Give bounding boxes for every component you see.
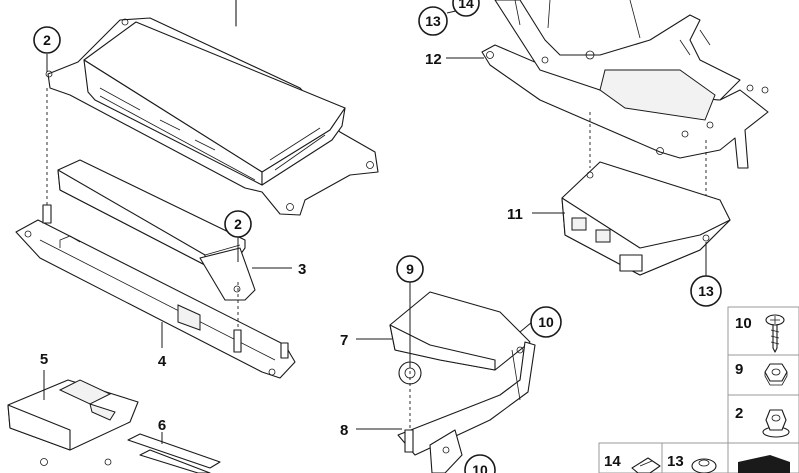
sensor-unit (389, 291, 531, 385)
flat-bracket-icon (738, 455, 790, 473)
callout-13-upper: 13 (418, 6, 448, 36)
legend-panel: 10 9 2 14 13 (598, 306, 799, 473)
svg-text:10: 10 (472, 462, 488, 473)
callout-10-upper: 10 (530, 306, 562, 338)
svg-text:13: 13 (425, 13, 441, 29)
callout-3: 3 (298, 261, 306, 278)
nut-icon (764, 363, 788, 386)
callout-10-lower: 10 (464, 454, 496, 473)
callout-4: 4 (158, 353, 167, 370)
callout-5: 5 (40, 351, 48, 368)
sensor-bracket (397, 341, 536, 473)
legend-label-13: 13 (667, 453, 684, 470)
grommet-icon (691, 458, 717, 473)
callout-8: 8 (340, 422, 348, 439)
callout-14: 14 (452, 0, 480, 17)
screw-icon (765, 314, 785, 353)
callout-13-right: 13 (690, 275, 722, 307)
legend-label-2: 2 (735, 405, 743, 422)
svg-text:13: 13 (698, 283, 714, 299)
clip-icon (631, 457, 661, 473)
svg-text:2: 2 (43, 32, 51, 48)
collar-nut-icon (762, 409, 790, 438)
control-unit-middle (57, 159, 256, 301)
callout-12: 12 (425, 51, 442, 68)
bracket-upper-right (481, 0, 769, 169)
legend-label-10: 10 (735, 315, 752, 332)
svg-text:9: 9 (406, 261, 414, 277)
legend-label-9: 9 (735, 361, 743, 378)
callout-6: 6 (158, 417, 166, 434)
control-unit-upper (45, 0, 379, 216)
module-small (7, 379, 139, 466)
svg-text:2: 2 (234, 216, 242, 232)
callout-9: 9 (396, 255, 424, 283)
adhesive-strip (127, 433, 221, 473)
callout-2-middle: 2 (224, 210, 252, 238)
svg-text:10: 10 (538, 314, 554, 330)
control-unit-right (561, 161, 731, 276)
svg-text:14: 14 (458, 0, 474, 11)
callout-2-upper: 2 (33, 26, 61, 54)
legend-label-14: 14 (604, 453, 621, 470)
bracket-long (15, 204, 296, 379)
callout-11: 11 (507, 206, 523, 223)
leader-lines (43, 9, 707, 444)
callout-7: 7 (340, 332, 348, 349)
